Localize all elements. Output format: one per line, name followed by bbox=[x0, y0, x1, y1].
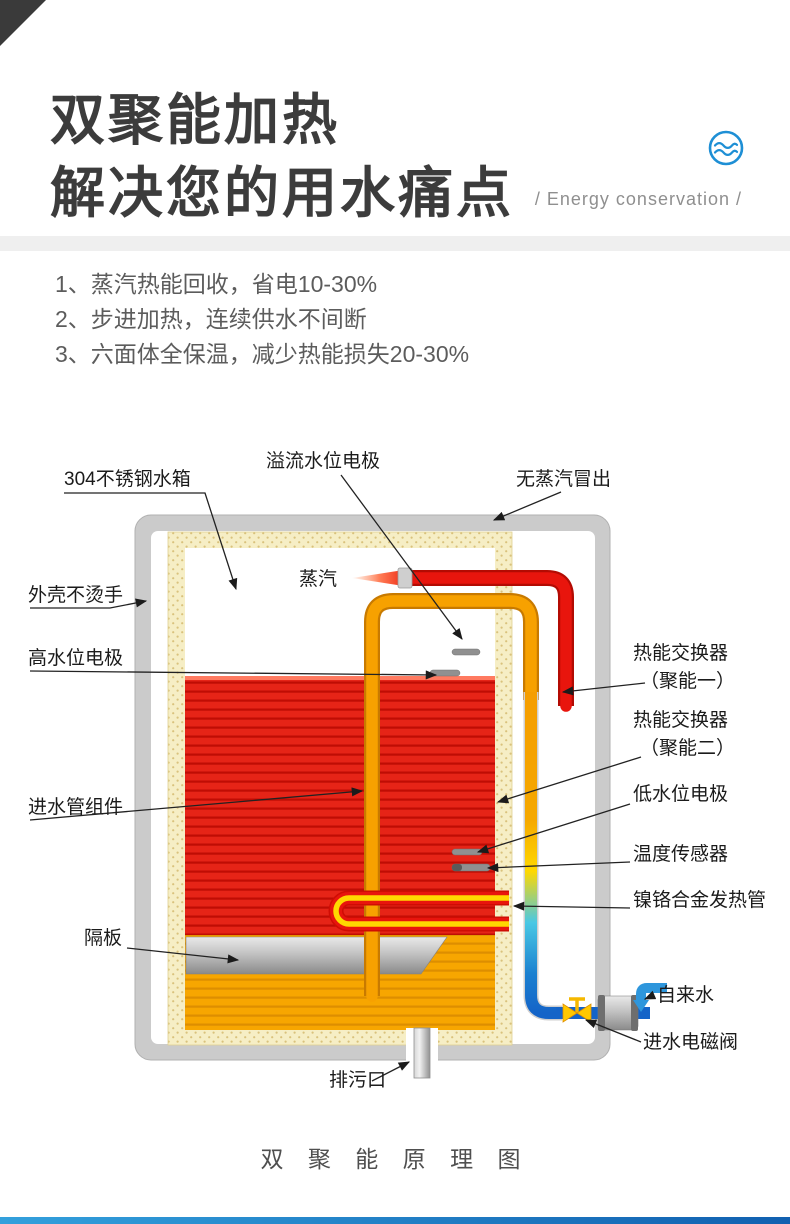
bottom-accent-bar bbox=[0, 1217, 790, 1224]
low-level-electrode bbox=[451, 848, 483, 856]
inlet-pipe bbox=[364, 593, 539, 1002]
title-line1: 双聚能加热 bbox=[50, 89, 341, 151]
label-tank: 304不锈钢水箱 bbox=[64, 468, 191, 490]
label-heater-tube: 镍铬合金发热管 bbox=[633, 889, 766, 911]
feature-item-3: 3、六面体全保温，减少热能损失20-30% bbox=[55, 341, 470, 367]
steam-flame bbox=[352, 567, 413, 589]
diagram-caption: 双 聚 能 原 理 图 bbox=[260, 1146, 530, 1172]
label-inlet-valve: 进水电磁阀 bbox=[643, 1031, 738, 1053]
tap-water-inlet bbox=[633, 983, 667, 1012]
label-exchanger2-line2: （聚能二） bbox=[640, 737, 735, 759]
feature-item-1: 1、蒸汽热能回收，省电10-30% bbox=[55, 271, 378, 297]
label-exchanger2-line1: 热能交换器 bbox=[633, 709, 728, 731]
label-exchanger1-line2: （聚能一） bbox=[640, 670, 735, 692]
label-exchanger1-line1: 热能交换器 bbox=[633, 642, 728, 664]
overflow-electrode bbox=[451, 648, 481, 656]
label-temp-sensor: 温度传感器 bbox=[633, 843, 728, 865]
feature-item-2: 2、步进加热，连续供水不间断 bbox=[55, 306, 367, 332]
leader-lines bbox=[29, 474, 657, 1082]
label-tap-water: 自来水 bbox=[657, 984, 714, 1006]
subtitle-en: / Energy conservation / bbox=[534, 189, 742, 209]
label-overflow-electrode: 溢流水位电极 bbox=[266, 450, 380, 472]
label-high-electrode: 高水位电极 bbox=[28, 647, 123, 669]
partition-plate bbox=[185, 936, 448, 975]
water-wave-icon bbox=[706, 128, 746, 168]
heater-schematic-diagram: 304不锈钢水箱 溢流水位电极 无蒸汽冒出 外壳不烫手 蒸汽 高水位电极 热能交… bbox=[28, 450, 766, 1091]
label-low-electrode: 低水位电极 bbox=[633, 783, 728, 805]
label-drain: 排污口 bbox=[329, 1069, 386, 1091]
diagram-labels: 304不锈钢水箱 溢流水位电极 无蒸汽冒出 外壳不烫手 蒸汽 高水位电极 热能交… bbox=[28, 450, 766, 1091]
label-no-steam: 无蒸汽冒出 bbox=[516, 468, 611, 490]
label-partition: 隔板 bbox=[84, 927, 122, 949]
steam-pipe bbox=[400, 570, 574, 712]
heating-tube bbox=[328, 890, 509, 932]
title-line2: 解决您的用水痛点 bbox=[50, 162, 515, 224]
label-shell: 外壳不烫手 bbox=[28, 584, 123, 606]
feature-list: 1、蒸汽热能回收，省电10-30% 2、步进加热，连续供水不间断 3、六面体全保… bbox=[55, 267, 469, 372]
drain-pipe bbox=[406, 1027, 438, 1079]
label-inlet-pipe: 进水管组件 bbox=[28, 796, 123, 818]
page-corner-mark-icon bbox=[0, 0, 46, 46]
electrodes bbox=[429, 648, 491, 872]
label-steam: 蒸汽 bbox=[299, 568, 337, 590]
page-title: 双聚能加热 解决您的用水痛点 bbox=[50, 84, 514, 230]
divider-band bbox=[0, 236, 790, 251]
